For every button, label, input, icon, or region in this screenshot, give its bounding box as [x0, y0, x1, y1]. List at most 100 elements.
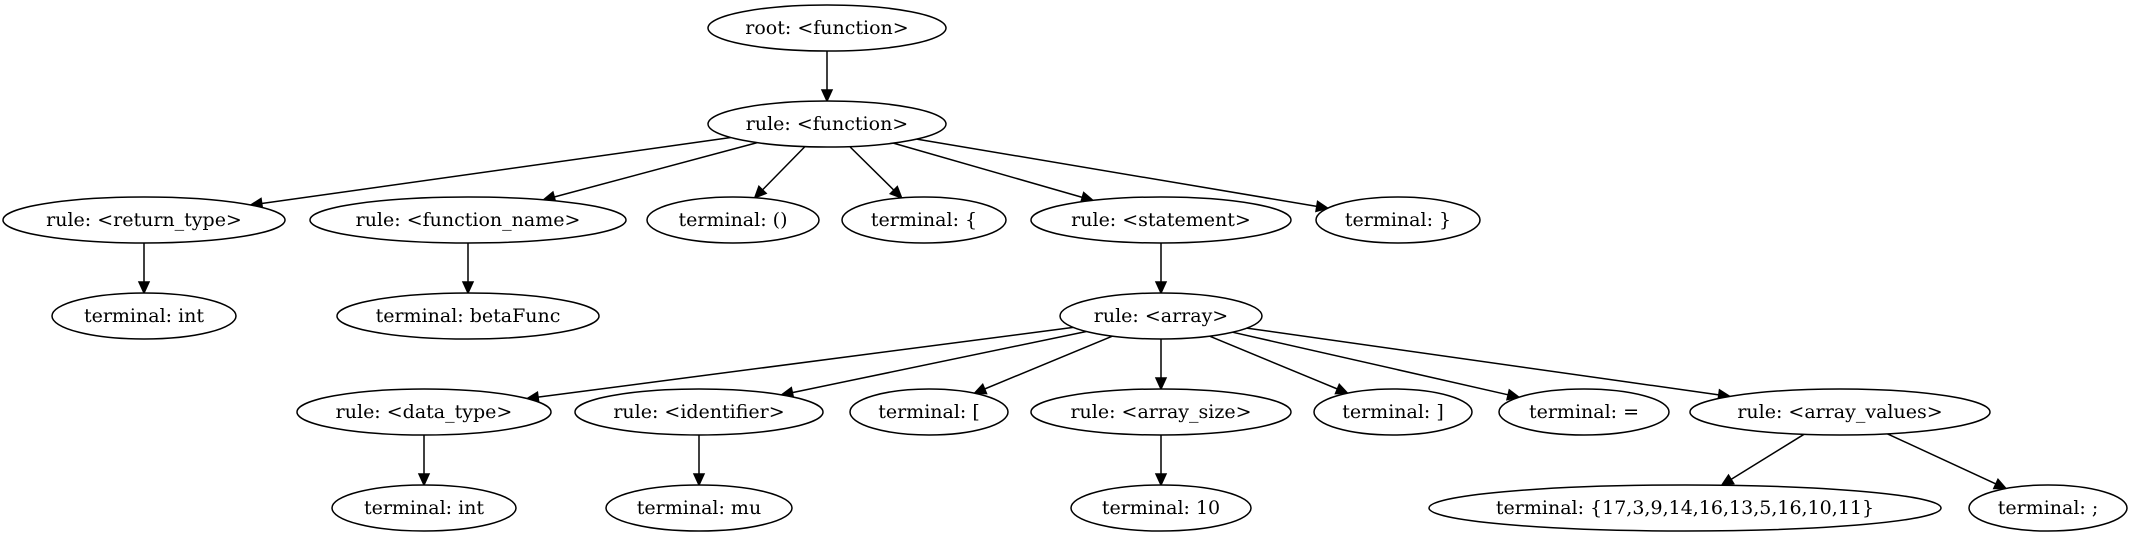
node-terminal-10-ellipse — [1070, 484, 1252, 532]
node-rule-data-type-ellipse — [296, 388, 552, 436]
arrowhead-icon — [461, 281, 475, 295]
edge-n10-n13 — [779, 330, 1087, 399]
node-rule-identifier: rule: <identifier> — [574, 388, 824, 436]
edge-n13-n14 — [692, 435, 706, 487]
edge-layer — [137, 51, 2008, 490]
arrowhead-icon — [137, 281, 151, 295]
node-terminal-label: terminal: () — [679, 209, 788, 231]
node-terminal-17-3-9-14-16-13-5-16-10-11: terminal: {17,3,9,14,16,13,5,16,10,11} — [1428, 484, 1942, 532]
node-root-function-label: root: <function> — [745, 17, 908, 39]
arrowhead-icon — [1154, 473, 1168, 487]
edge-line — [761, 146, 806, 191]
node-terminal: terminal: = — [1498, 388, 1670, 436]
node-root-function: root: <function> — [707, 4, 947, 52]
node-terminal-label: terminal: [ — [878, 401, 980, 423]
node-terminal-label: terminal: { — [871, 209, 977, 231]
arrowhead-icon — [972, 383, 988, 395]
node-rule-data-type: rule: <data_type> — [296, 388, 552, 436]
node-rule-array-label: rule: <array> — [1094, 305, 1228, 327]
node-rule-function-label: rule: <function> — [746, 113, 908, 135]
node-terminal-label: terminal: ] — [1342, 401, 1444, 423]
node-root-function-ellipse — [707, 4, 947, 52]
node-terminal-int-label: terminal: int — [84, 305, 204, 327]
arrowhead-icon — [1154, 377, 1168, 391]
node-terminal: terminal: { — [841, 196, 1007, 244]
arrowhead-icon — [417, 473, 431, 487]
edge-line — [1209, 335, 1338, 390]
arrowhead-icon — [692, 473, 706, 487]
edge-n10-n20 — [1246, 327, 1732, 401]
node-rule-identifier-ellipse — [574, 388, 824, 436]
node-terminal-ellipse — [1968, 484, 2128, 532]
node-rule-array-size-label: rule: <array_size> — [1070, 401, 1251, 423]
edge-line — [1232, 331, 1509, 396]
edge-line — [1886, 433, 1997, 485]
node-terminal-int-ellipse — [331, 484, 517, 532]
arrowhead-icon — [1992, 478, 2008, 490]
node-terminal-label: terminal: ; — [1998, 497, 2099, 519]
node-rule-array-ellipse — [1059, 292, 1263, 340]
edge-n1-n8 — [893, 142, 1095, 204]
arrowhead-icon — [820, 89, 834, 103]
node-terminal-int: terminal: int — [331, 484, 517, 532]
node-terminal-10: terminal: 10 — [1070, 484, 1252, 532]
node-terminal-label: terminal: } — [1345, 209, 1451, 231]
node-terminal-int-label: terminal: int — [364, 497, 484, 519]
edge-line — [984, 335, 1113, 390]
node-rule-statement-ellipse — [1030, 196, 1292, 244]
edge-n4-n5 — [461, 243, 475, 295]
edge-n20-n21 — [1720, 433, 1805, 487]
node-terminal-mu-label: terminal: mu — [637, 497, 761, 519]
edge-n1-n7 — [849, 146, 903, 200]
node-terminal: terminal: () — [646, 196, 820, 244]
arrowhead-icon — [753, 185, 768, 200]
node-rule-return-type-ellipse — [2, 196, 286, 244]
node-rule-array: rule: <array> — [1059, 292, 1263, 340]
node-terminal-int: terminal: int — [51, 292, 237, 340]
node-terminal-ellipse — [1315, 196, 1481, 244]
node-terminal-betafunc-label: terminal: betaFunc — [376, 305, 561, 327]
node-terminal-betafunc: terminal: betaFunc — [336, 292, 600, 340]
arrowhead-icon — [1154, 281, 1168, 295]
node-rule-array-values-ellipse — [1689, 388, 1991, 436]
node-rule-function-name: rule: <function_name> — [309, 196, 627, 244]
node-rule-function: rule: <function> — [707, 100, 947, 148]
edge-line — [537, 326, 1074, 398]
node-terminal-betafunc-ellipse — [336, 292, 600, 340]
node-rule-array-values-label: rule: <array_values> — [1737, 401, 1942, 423]
node-rule-return-type: rule: <return_type> — [2, 196, 286, 244]
node-terminal-10-label: terminal: 10 — [1102, 497, 1220, 519]
node-terminal: terminal: [ — [849, 388, 1009, 436]
arrowhead-icon — [1720, 473, 1735, 487]
node-terminal-mu: terminal: mu — [605, 484, 793, 532]
node-rule-function-ellipse — [707, 100, 947, 148]
node-terminal-17-3-9-14-16-13-5-16-10-11-label: terminal: {17,3,9,14,16,13,5,16,10,11} — [1496, 497, 1874, 519]
node-layer: root: <function> rule: <function> rule: <r… — [2, 4, 2128, 532]
node-terminal-ellipse — [1313, 388, 1473, 436]
node-terminal-label: terminal: = — [1529, 401, 1639, 423]
node-rule-return-type-label: rule: <return_type> — [46, 209, 242, 231]
node-terminal-ellipse — [841, 196, 1007, 244]
node-terminal-ellipse — [849, 388, 1009, 436]
edge-n10-n18 — [1209, 335, 1350, 395]
node-rule-array-size-ellipse — [1030, 388, 1292, 436]
node-terminal: terminal: ] — [1313, 388, 1473, 436]
edge-n20-n22 — [1886, 433, 2008, 490]
edge-n1-n6 — [753, 146, 806, 200]
node-rule-statement: rule: <statement> — [1030, 196, 1292, 244]
edge-line — [261, 136, 731, 205]
edge-n11-n12 — [417, 435, 431, 487]
node-terminal-ellipse — [646, 196, 820, 244]
edge-line — [893, 142, 1083, 199]
edge-n2-n3 — [137, 243, 151, 295]
node-rule-function-name-label: rule: <function_name> — [356, 209, 581, 231]
edge-line — [916, 138, 1317, 208]
arrowhead-icon — [888, 185, 903, 200]
edge-n10-n15 — [972, 335, 1113, 395]
edge-n0-n1 — [820, 51, 834, 103]
edge-line — [1730, 433, 1805, 481]
node-rule-statement-label: rule: <statement> — [1071, 209, 1251, 231]
node-rule-function-name-ellipse — [309, 196, 627, 244]
node-rule-array-values: rule: <array_values> — [1689, 388, 1991, 436]
